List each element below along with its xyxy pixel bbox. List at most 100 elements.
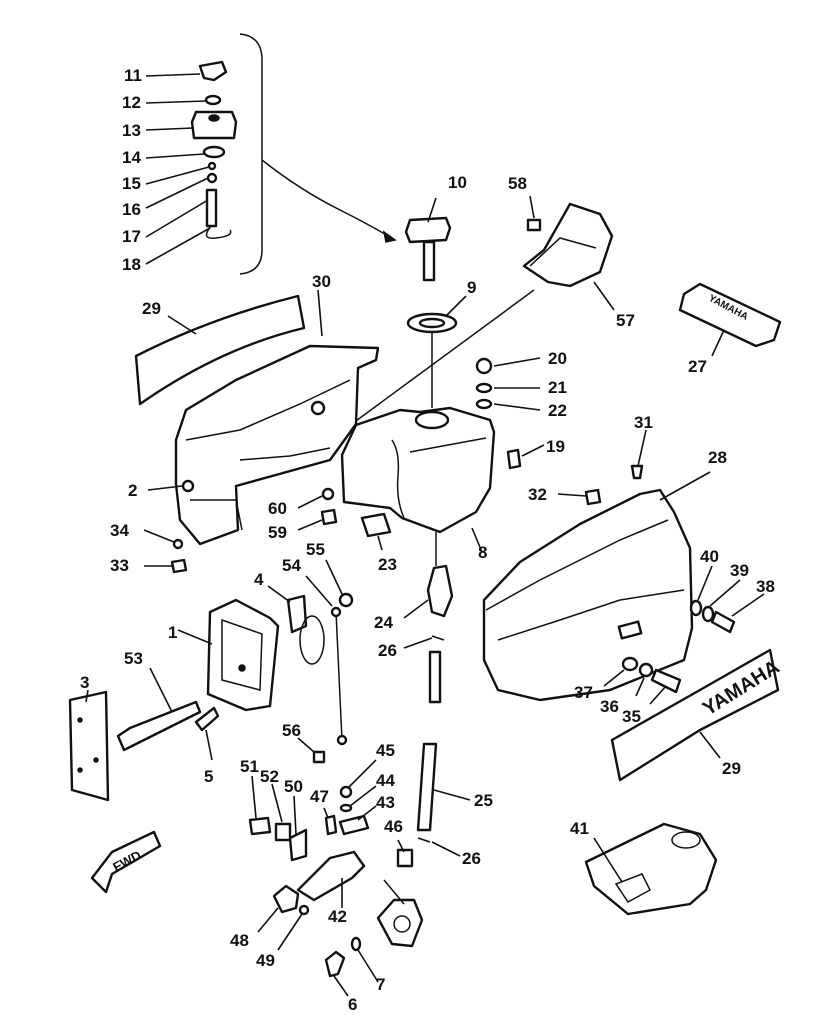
part-37-washer	[621, 656, 639, 672]
part-label-2: 2	[128, 481, 137, 500]
part-label-60: 60	[268, 499, 287, 518]
part-label-15: 15	[122, 174, 141, 193]
part-label-42: 42	[328, 907, 347, 926]
part-23-rubber-mount	[360, 512, 392, 538]
part-label-14: 14	[122, 148, 141, 167]
part-35-bolt	[650, 668, 682, 694]
part-label-27: 27	[688, 357, 707, 376]
bracket-hole	[238, 664, 246, 672]
part-57-bracket	[522, 202, 614, 288]
part-49-screw	[298, 904, 310, 916]
part-label-36: 36	[600, 697, 619, 716]
plate-hole	[77, 767, 83, 773]
part-label-13: 13	[122, 121, 141, 140]
strap-loop	[299, 615, 325, 665]
part-45-screw	[339, 785, 353, 799]
part-label-20: 20	[548, 349, 567, 368]
part-46-clip	[396, 848, 414, 868]
left-cover-group	[134, 289, 380, 574]
part-56-screw	[312, 750, 326, 764]
right-cover-edge	[485, 519, 669, 611]
part-label-55: 55	[306, 540, 325, 559]
part-21-washer	[475, 382, 493, 394]
part-20-nut	[475, 357, 493, 375]
part-41-cover	[584, 822, 718, 916]
part-label-39: 39	[730, 561, 749, 580]
cable-end-bottom	[336, 734, 348, 746]
part-58-clip	[526, 218, 542, 232]
detail-bracket	[239, 33, 263, 275]
part-label-18: 18	[122, 255, 141, 274]
part-59-bolt	[320, 508, 338, 526]
part-label-7: 7	[376, 975, 385, 994]
lower-left-group	[68, 559, 354, 802]
part-label-16: 16	[122, 200, 141, 219]
plate-hole	[77, 717, 83, 723]
part-label-22: 22	[548, 401, 567, 420]
part-26-clip-upper	[431, 635, 445, 641]
part-label-44: 44	[376, 771, 395, 790]
part-31-screw	[630, 464, 644, 480]
fuel-cock-assembly	[248, 759, 424, 997]
part-label-40: 40	[700, 547, 719, 566]
part-5-bolt	[194, 706, 220, 732]
part-51-bolt	[248, 816, 272, 836]
part-label-1: 1	[168, 623, 177, 642]
part-label-6: 6	[348, 995, 357, 1014]
part-label-56: 56	[282, 721, 301, 740]
part-label-35: 35	[622, 707, 641, 726]
part-label-3: 3	[80, 673, 89, 692]
part-38-bolt	[710, 610, 736, 634]
fuel-tank-assembly	[340, 197, 545, 857]
part-52-spring	[274, 822, 292, 842]
part-3-plate	[68, 690, 110, 802]
part-label-29-left: 29	[142, 299, 161, 318]
part-label-58: 58	[508, 174, 527, 193]
part-label-48: 48	[230, 931, 249, 950]
part-label-19: 19	[546, 437, 565, 456]
part-55-nut	[338, 592, 354, 608]
part-6-filter	[324, 950, 346, 978]
part-4-strap	[286, 594, 308, 634]
part-label-46: 46	[384, 817, 403, 836]
tank-contour	[391, 439, 405, 519]
part-label-11: 11	[124, 66, 142, 85]
fuel-cap-detail	[145, 33, 397, 275]
cover-41-tab	[614, 873, 651, 903]
part-label-31: 31	[634, 413, 653, 432]
bracket-detail	[529, 237, 597, 267]
cap-hole	[208, 114, 220, 122]
part-number-labels: 11 12 13 14 15 16 17 18 10 58 9 30 29 57…	[80, 66, 775, 1014]
part-8-fuel-tank	[340, 406, 496, 534]
part-53-long-bolt	[116, 700, 202, 752]
part-34-washer	[172, 538, 184, 550]
part-43-lever-plate	[338, 814, 370, 836]
part-label-8: 8	[478, 543, 487, 562]
part-18-wire	[205, 225, 232, 239]
part-33-screw	[170, 558, 188, 574]
part-7-o-ring	[350, 936, 362, 952]
part-label-57: 57	[616, 311, 635, 330]
part-16-clip	[206, 172, 218, 184]
part-label-26-lower: 26	[462, 849, 481, 868]
part-36-washer	[638, 662, 654, 678]
cable-end-top	[330, 606, 342, 618]
cover-rib-line	[239, 447, 331, 461]
part-label-17: 17	[122, 227, 141, 246]
part-17-chain	[205, 188, 218, 228]
cover-inner-line	[190, 499, 243, 531]
part-13-fuel-cap	[190, 110, 238, 140]
part-label-29-right: 29	[722, 759, 741, 778]
part-label-30: 30	[312, 272, 331, 291]
part-label-47: 47	[310, 787, 329, 806]
cover-latch-slot	[617, 620, 643, 640]
part-39-washer	[701, 605, 715, 623]
part-label-53: 53	[124, 649, 143, 668]
part-label-9: 9	[467, 278, 476, 297]
part-42-fuel-cock-body	[376, 898, 424, 948]
part-15-ring	[207, 161, 217, 171]
part-label-52: 52	[260, 767, 279, 786]
bracket-guide-line	[329, 289, 535, 441]
